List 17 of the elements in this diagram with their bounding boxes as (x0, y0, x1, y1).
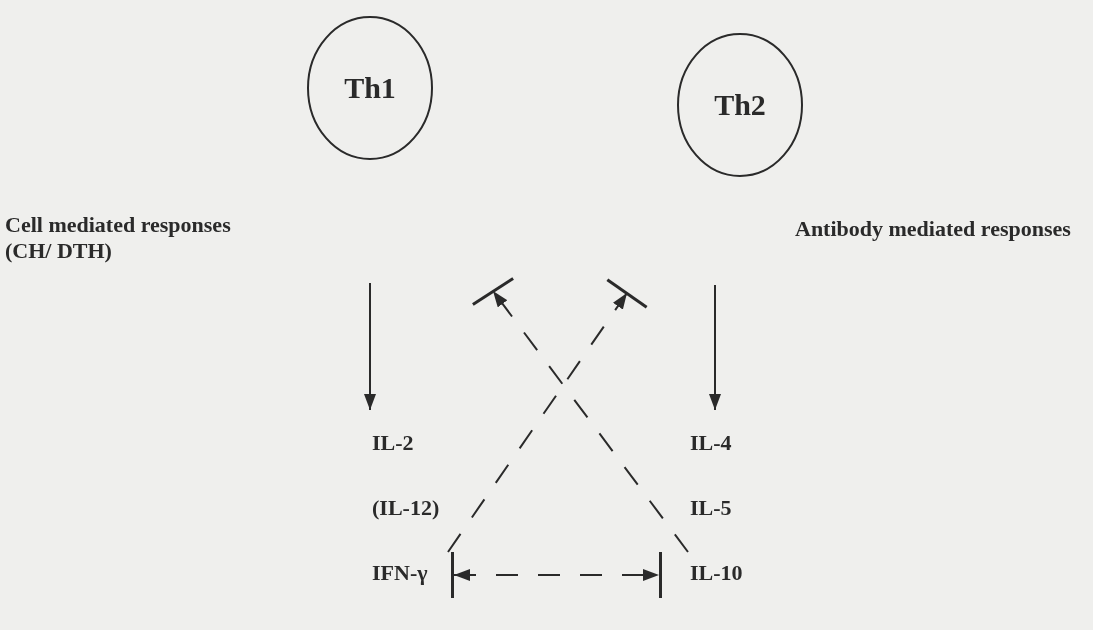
response-label: Cell mediated responses (CH/ DTH) (5, 212, 231, 263)
dashed-arrow (453, 569, 660, 581)
dashed-arrow (447, 292, 628, 553)
inhibition-bar (659, 552, 662, 598)
cytokine-label: IFN-γ (372, 559, 429, 587)
cytokine-label: (IL-12) (372, 494, 441, 522)
arrow (364, 282, 376, 411)
cytokine-label: IL-5 (690, 494, 733, 522)
cytokine-label: IL-2 (372, 429, 415, 457)
dashed-arrow (492, 290, 689, 553)
inhibition-bar (451, 552, 454, 598)
cytokine-label: IL-4 (690, 429, 733, 457)
response-label: Antibody mediated responses (795, 216, 1071, 241)
cell-label: Th2 (714, 88, 766, 122)
arrow (709, 284, 721, 411)
cytokine-label: IL-10 (690, 559, 744, 587)
cell-label: Th1 (344, 71, 396, 105)
